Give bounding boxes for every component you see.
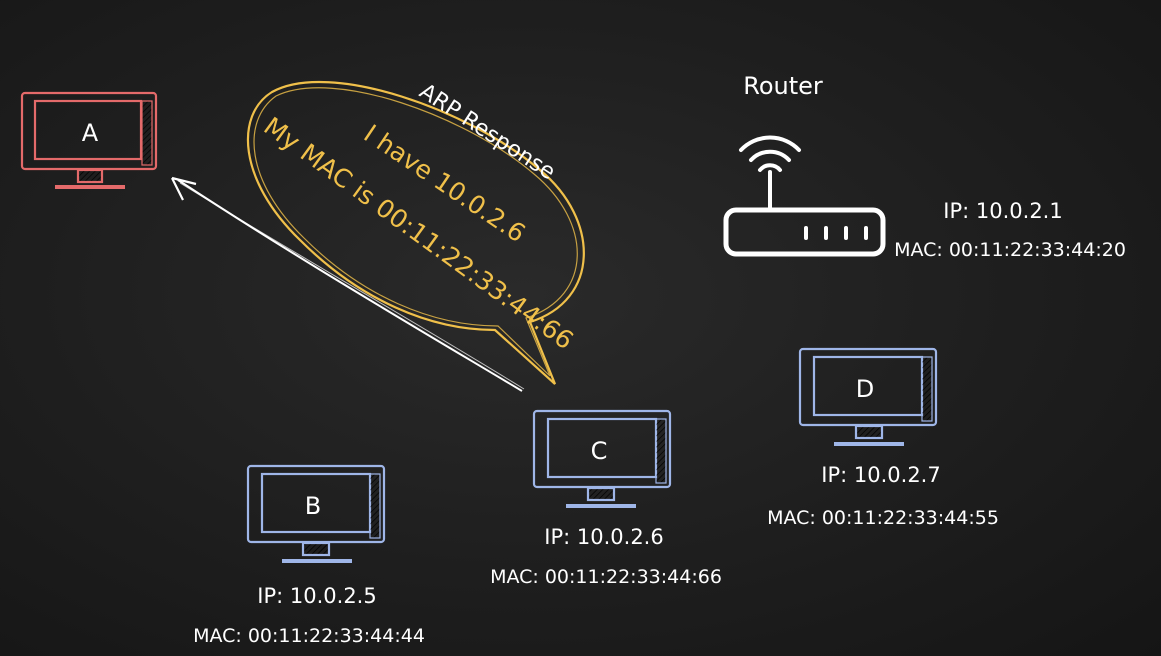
host-b-monitor-icon: B [246, 464, 386, 563]
host-d-mac: MAC: 00:11:22:33:44:55 [767, 507, 999, 529]
host-a-label: A [82, 119, 99, 147]
router-mac: MAC: 00:11:22:33:44:20 [894, 239, 1126, 261]
host-c-monitor-icon: C [532, 409, 672, 508]
host-d-label: D [856, 375, 874, 403]
host-d-monitor-icon: D [798, 347, 938, 446]
router-label: Router [743, 72, 823, 100]
router-ip: IP: 10.0.2.1 [943, 199, 1062, 223]
arp-response-arrow [171, 176, 525, 392]
host-c-mac: MAC: 00:11:22:33:44:66 [490, 566, 722, 588]
arp-response-speech-bubble [246, 80, 585, 385]
wifi-router-icon [723, 135, 886, 257]
host-b-mac: MAC: 00:11:22:33:44:44 [193, 625, 425, 647]
host-b-ip: IP: 10.0.2.5 [257, 584, 376, 608]
host-c-label: C [591, 437, 608, 465]
host-a-monitor-icon: A [20, 91, 158, 189]
host-d-ip: IP: 10.0.2.7 [821, 463, 940, 487]
host-b-label: B [305, 492, 321, 520]
host-c-ip: IP: 10.0.2.6 [544, 525, 663, 549]
